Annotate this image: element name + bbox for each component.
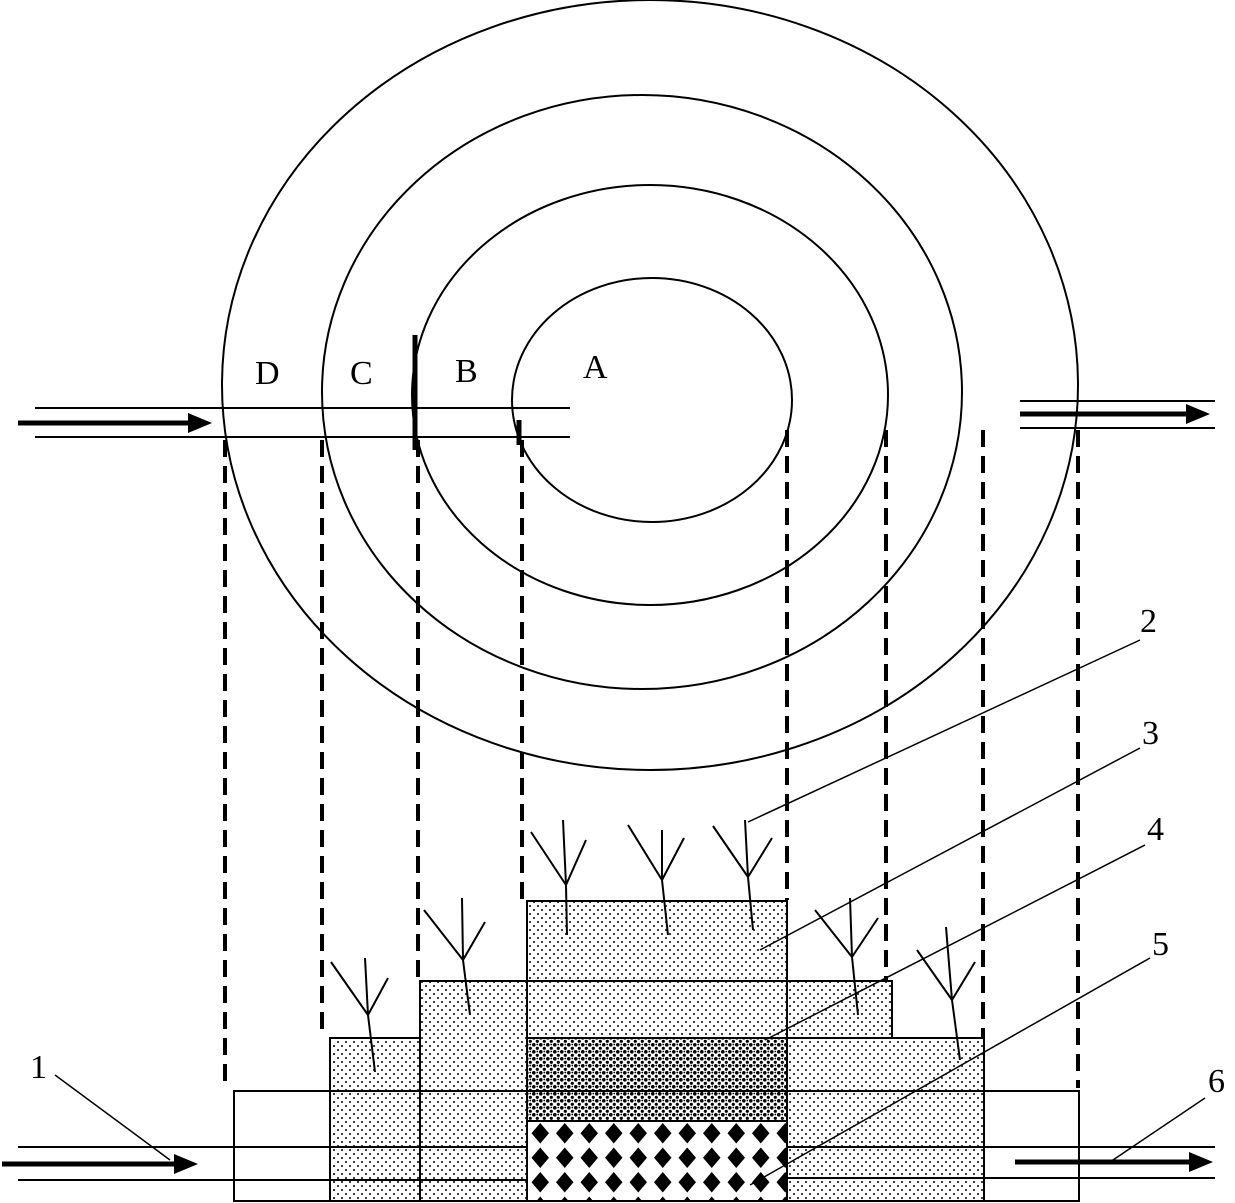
plant-icon (330, 957, 389, 1073)
leader-3 (759, 747, 1141, 951)
callout-5: 5 (1152, 926, 1169, 963)
section-view: 1 2 3 4 5 6 (2, 603, 1225, 1202)
medium-layer-a-top (526, 900, 788, 982)
ring-a (511, 277, 793, 523)
zone-label-d: D (255, 355, 280, 392)
dense-layer (526, 1037, 788, 1122)
outlet-arrow-icon (1186, 404, 1210, 424)
plants (330, 819, 976, 1073)
top-inlet-pipe (18, 407, 570, 438)
ring-d (221, 0, 1079, 771)
diamond-layer (526, 1120, 788, 1202)
leader-5 (749, 957, 1151, 1186)
medium-layer-c-left (329, 1037, 421, 1202)
bottom-inlet-arrow-icon (174, 1154, 198, 1174)
callout-2: 2 (1140, 603, 1157, 640)
medium-layer-b-right (786, 980, 893, 1039)
zone-label-c: C (350, 355, 373, 392)
medium-layer-c-right (786, 1037, 985, 1202)
medium-layer-b-center (526, 980, 788, 1039)
callout-3: 3 (1142, 715, 1159, 752)
plant-icon (916, 926, 976, 1061)
plan-view: D C B A (18, 0, 1215, 771)
bottom-outlet-pipe (787, 1146, 1215, 1179)
leader-2 (747, 639, 1141, 823)
leader-lines (54, 639, 1206, 1186)
ring-b (411, 184, 889, 606)
callout-6: 6 (1208, 1063, 1225, 1100)
callout-4: 4 (1147, 811, 1164, 848)
plant-icon (627, 824, 685, 936)
plant-icon (530, 819, 587, 936)
projection-lines (223, 430, 1080, 1088)
leader-1 (54, 1074, 171, 1161)
bottom-inlet-pipe (2, 1146, 527, 1181)
callout-1: 1 (30, 1049, 47, 1086)
zone-label-a: A (583, 349, 608, 386)
ring-c (321, 94, 963, 690)
inlet-arrow-icon (188, 413, 212, 433)
plant-icon (712, 819, 773, 931)
bottom-outlet-arrow-icon (1189, 1152, 1213, 1172)
leader-6 (1109, 1097, 1206, 1163)
leader-4 (764, 844, 1146, 1041)
top-outlet-pipe (1020, 400, 1215, 429)
plant-icon (814, 897, 879, 1016)
zone-label-b: B (455, 353, 478, 390)
plant-icon (423, 897, 486, 1016)
